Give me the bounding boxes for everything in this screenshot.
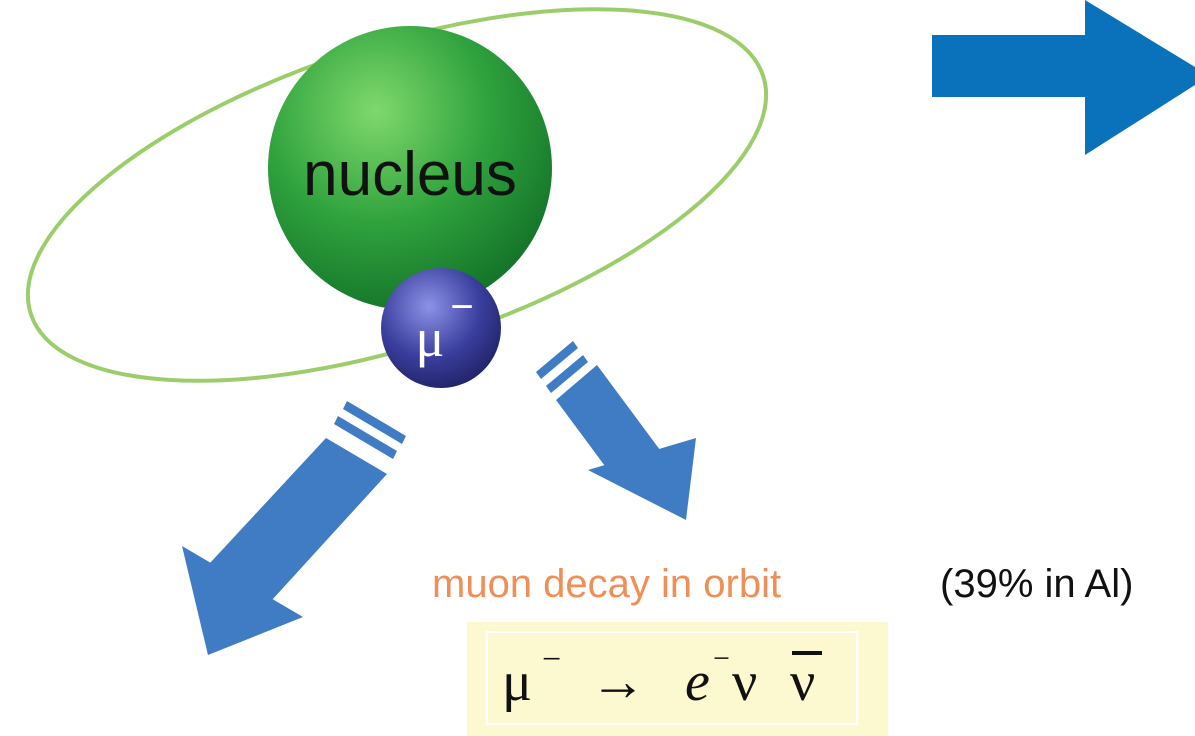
right-decay-arrow [536,341,696,520]
eq-antineutrino: ν [790,651,815,713]
muon-symbol: μ [416,308,445,368]
left-decay-arrow [182,401,406,655]
nucleus-label: nucleus [303,140,517,209]
eq-neutrino: ν [732,651,757,713]
left-decay-arrow-stripe-2 [343,401,406,444]
eq-electron: e [685,651,710,713]
eq-electron-charge: − [713,642,730,675]
muon-charge: − [450,285,473,329]
decay-label: muon decay in orbit [432,562,781,606]
eq-arrow: → [590,651,646,713]
decay-fraction-note: (39% in Al) [940,562,1133,606]
left-decay-arrow-shaft [210,438,387,600]
eq-mu-charge: − [542,641,561,678]
eq-mu: μ [502,651,532,713]
big-right-arrow [932,0,1195,155]
